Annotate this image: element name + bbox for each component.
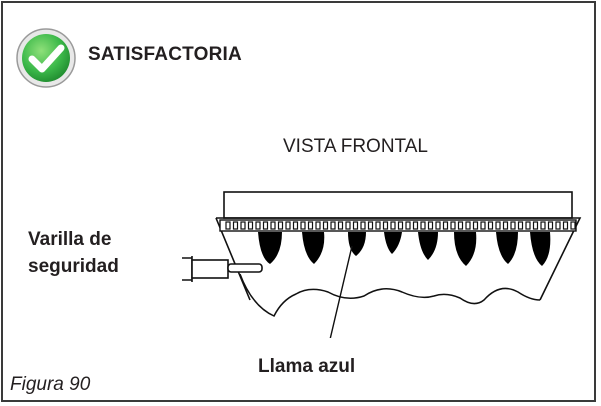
blue-flame-label: Llama azul bbox=[258, 356, 356, 377]
figure-caption: Figura 90 bbox=[10, 374, 91, 395]
burner-port bbox=[390, 221, 396, 230]
flame bbox=[454, 232, 477, 266]
burner-port bbox=[307, 221, 314, 230]
flame-leader-line bbox=[329, 245, 353, 338]
burner-port bbox=[420, 221, 426, 230]
burner-port bbox=[435, 221, 441, 230]
burner-top-box bbox=[223, 191, 573, 219]
burner-port bbox=[495, 221, 501, 230]
status-label: SATISFACTORIA bbox=[88, 44, 242, 65]
burner-port bbox=[382, 221, 389, 230]
burner-port bbox=[262, 221, 269, 230]
burner-port bbox=[510, 221, 516, 230]
safety-rod-label-line1: Varilla de bbox=[28, 229, 112, 250]
burner-port bbox=[232, 221, 239, 230]
burner-port bbox=[562, 221, 569, 230]
burner-port bbox=[450, 221, 456, 230]
burner-port bbox=[240, 221, 246, 230]
burner-port bbox=[255, 221, 261, 230]
burner-port bbox=[547, 221, 554, 230]
burner-port bbox=[337, 221, 344, 230]
burner-port bbox=[502, 221, 509, 230]
burner-port bbox=[285, 221, 291, 230]
burner-drawing bbox=[182, 191, 582, 338]
burner-port bbox=[465, 221, 471, 230]
burner-ports bbox=[225, 221, 576, 230]
burner-port bbox=[442, 221, 449, 230]
burner-port bbox=[472, 221, 479, 230]
burner-port bbox=[322, 221, 329, 230]
burner-port bbox=[525, 221, 531, 230]
blue-flames bbox=[258, 232, 551, 266]
outer-flame-envelope bbox=[239, 273, 541, 317]
burner-port bbox=[532, 221, 539, 230]
burner-port bbox=[300, 221, 306, 230]
burner-port bbox=[292, 221, 299, 230]
burner-port bbox=[555, 221, 561, 230]
safety-rod-label-line2: seguridad bbox=[28, 256, 119, 277]
burner-port bbox=[330, 221, 336, 230]
burner-port bbox=[345, 221, 351, 230]
burner-port bbox=[397, 221, 404, 230]
burner-port bbox=[405, 221, 411, 230]
burner-port bbox=[427, 221, 434, 230]
burner-port bbox=[480, 221, 486, 230]
burner-port bbox=[457, 221, 464, 230]
flame bbox=[258, 232, 282, 264]
burner-port bbox=[375, 221, 381, 230]
burner-port bbox=[315, 221, 321, 230]
check-circle-icon bbox=[16, 28, 76, 88]
burner-port bbox=[352, 221, 359, 230]
flame bbox=[418, 232, 438, 260]
view-title: VISTA FRONTAL bbox=[283, 136, 428, 157]
flame bbox=[348, 232, 366, 256]
safety-rod bbox=[182, 256, 263, 282]
burner-port bbox=[517, 221, 524, 230]
burner-port bbox=[360, 221, 366, 230]
safety-rod-label: Varilla de seguridad bbox=[28, 226, 119, 280]
burner-port bbox=[247, 221, 254, 230]
burner-port bbox=[570, 221, 576, 230]
burner-port bbox=[540, 221, 546, 230]
flame bbox=[384, 232, 402, 254]
burner-port bbox=[367, 221, 374, 230]
burner-port bbox=[225, 221, 231, 230]
flame bbox=[496, 232, 518, 264]
flame bbox=[530, 232, 551, 266]
burner-port bbox=[277, 221, 284, 230]
flame bbox=[302, 232, 325, 264]
burner-port bbox=[487, 221, 494, 230]
burner-port bbox=[270, 221, 276, 230]
burner-port bbox=[412, 221, 419, 230]
